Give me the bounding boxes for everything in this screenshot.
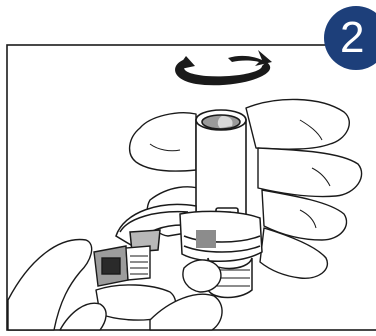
dose-counter xyxy=(94,246,150,286)
step-number: 2 xyxy=(340,14,376,62)
rotate-arrow-icon xyxy=(175,50,272,85)
